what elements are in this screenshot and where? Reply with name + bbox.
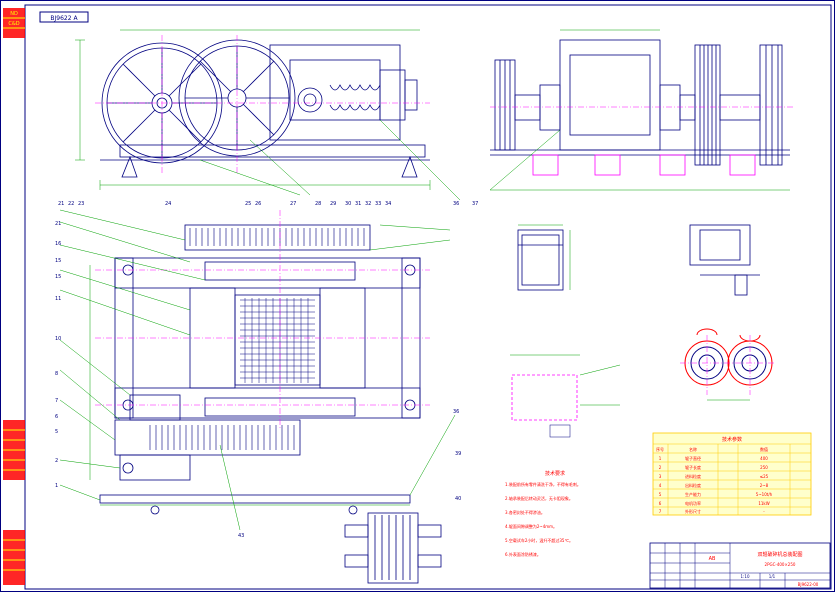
inner-frame bbox=[24, 4, 832, 590]
note-line: 3.各密封处不得渗油。 bbox=[505, 509, 545, 515]
spec-table: 技术参数 序号 名称 数值 1 辊子直径 400 2 辊子长度 250 3 bbox=[652, 432, 812, 516]
svg-text:数值: 数值 bbox=[760, 446, 768, 452]
svg-text:2~8: 2~8 bbox=[760, 483, 769, 488]
svg-text:39: 39 bbox=[455, 451, 461, 457]
svg-text:7: 7 bbox=[55, 398, 58, 404]
detail-bearing bbox=[517, 229, 564, 291]
drawing-number: BJ9622 A bbox=[50, 15, 78, 22]
svg-text:43: 43 bbox=[238, 533, 244, 539]
detail-coupling bbox=[689, 224, 760, 296]
svg-text:37: 37 bbox=[472, 201, 478, 207]
svg-text:电机功率: 电机功率 bbox=[685, 500, 701, 506]
svg-text:36: 36 bbox=[453, 409, 459, 415]
svg-text:2: 2 bbox=[55, 458, 58, 464]
sheet-text: 1/1 bbox=[769, 574, 776, 579]
roller-hatching bbox=[240, 298, 315, 383]
svg-text:-: - bbox=[763, 509, 765, 514]
svg-text:序号: 序号 bbox=[656, 446, 664, 452]
svg-text:36: 36 bbox=[453, 201, 459, 207]
front-centerlines bbox=[95, 35, 430, 175]
notes-title: 技术要求 bbox=[545, 470, 565, 477]
svg-text:生产能力: 生产能力 bbox=[685, 491, 701, 497]
plan-centerlines bbox=[95, 210, 430, 430]
drawing-number-box bbox=[39, 11, 89, 23]
svg-text:5: 5 bbox=[659, 492, 662, 497]
svg-text:5~10t/h: 5~10t/h bbox=[756, 492, 773, 497]
callouts-right: 36 37 36 39 40 43 bbox=[238, 201, 478, 539]
svg-text:≤25: ≤25 bbox=[760, 474, 769, 479]
gear-teeth bbox=[149, 228, 365, 450]
svg-text:出料粒度: 出料粒度 bbox=[685, 482, 701, 488]
scale-text: 1:10 bbox=[741, 574, 750, 579]
svg-text:1: 1 bbox=[659, 456, 662, 461]
title-text: 双辊破碎机总装配图 bbox=[757, 551, 802, 558]
svg-text:29: 29 bbox=[330, 201, 336, 207]
subtitle-text: 2PGC-400×250 bbox=[765, 562, 796, 567]
svg-text:21: 21 bbox=[55, 221, 61, 227]
svg-text:21: 21 bbox=[58, 201, 64, 207]
svg-text:27: 27 bbox=[290, 201, 296, 207]
svg-text:26: 26 bbox=[255, 201, 261, 207]
spec-table-title: 技术参数 bbox=[722, 436, 742, 443]
note-line: 1.装配前所有零件清洗干净，不得有毛刺。 bbox=[505, 481, 581, 487]
svg-text:外形尺寸: 外形尺寸 bbox=[685, 508, 701, 514]
detail-plate bbox=[511, 374, 578, 421]
svg-text:28: 28 bbox=[315, 201, 321, 207]
svg-text:33: 33 bbox=[375, 201, 381, 207]
motor-view bbox=[344, 512, 442, 584]
svg-text:250: 250 bbox=[760, 465, 768, 470]
svg-text:辊子长度: 辊子长度 bbox=[685, 464, 701, 470]
strip-label-nd: ND bbox=[10, 11, 18, 17]
svg-text:24: 24 bbox=[165, 201, 171, 207]
svg-text:11: 11 bbox=[55, 296, 61, 302]
svg-text:11kW: 11kW bbox=[758, 501, 769, 506]
note-line: 5.空载试车2小时，温升不超过35℃。 bbox=[505, 537, 573, 543]
svg-text:6: 6 bbox=[659, 501, 662, 506]
svg-text:辊子直径: 辊子直径 bbox=[685, 455, 701, 461]
plan-dimensions bbox=[59, 209, 456, 531]
svg-text:AB: AB bbox=[709, 556, 716, 562]
left-strip: C&D ND bbox=[3, 8, 25, 585]
svg-text:22: 22 bbox=[68, 201, 74, 207]
title-block: AB 双辊破碎机总装配图 2PGC-400×250 1:10 1/1 BJ962… bbox=[649, 542, 831, 589]
svg-text:32: 32 bbox=[365, 201, 371, 207]
note-line: 6.外表面涂防锈漆。 bbox=[505, 551, 541, 557]
svg-text:5: 5 bbox=[55, 429, 58, 435]
svg-text:名称: 名称 bbox=[689, 446, 697, 452]
svg-text:15: 15 bbox=[55, 258, 61, 264]
technical-notes: 技术要求 1.装配前所有零件清洗干净，不得有毛刺。 2.轴承装配后转动灵活，无卡… bbox=[505, 470, 581, 557]
front-dimensions bbox=[75, 29, 461, 201]
svg-text:1: 1 bbox=[55, 483, 58, 489]
side-view-supports bbox=[532, 154, 756, 176]
svg-text:15: 15 bbox=[55, 274, 61, 280]
strip-label-cd: C&D bbox=[8, 21, 19, 27]
detail-plate-dims bbox=[510, 354, 621, 438]
drawing-no-text: BJ9622-00 bbox=[798, 582, 819, 587]
svg-text:34: 34 bbox=[385, 201, 391, 207]
svg-text:8: 8 bbox=[55, 371, 58, 377]
svg-text:3: 3 bbox=[659, 474, 662, 479]
detail-bearing-dims bbox=[518, 224, 571, 290]
svg-text:16: 16 bbox=[55, 241, 61, 247]
svg-text:10: 10 bbox=[55, 336, 61, 342]
side-view-dimensions bbox=[489, 29, 790, 191]
svg-text:31: 31 bbox=[355, 201, 361, 207]
svg-text:进料粒度: 进料粒度 bbox=[685, 473, 701, 479]
svg-text:7: 7 bbox=[659, 509, 662, 514]
note-line: 2.轴承装配后转动灵活，无卡阻现象。 bbox=[505, 495, 573, 501]
part-numbers-top: 21 22 23 24 25 26 27 28 29 30 31 32 33 3… bbox=[58, 201, 391, 207]
part-numbers-left: 21 16 15 15 11 10 8 7 6 5 2 1 bbox=[55, 221, 61, 489]
svg-text:6: 6 bbox=[55, 414, 58, 420]
svg-text:30: 30 bbox=[345, 201, 351, 207]
svg-text:4: 4 bbox=[659, 483, 662, 488]
svg-text:2: 2 bbox=[659, 465, 662, 470]
note-line: 4.辊面间隙调整为2~4mm。 bbox=[505, 523, 557, 529]
rotor-sections bbox=[680, 328, 775, 401]
svg-text:400: 400 bbox=[760, 456, 768, 461]
svg-text:40: 40 bbox=[455, 496, 461, 502]
svg-text:23: 23 bbox=[78, 201, 84, 207]
svg-text:25: 25 bbox=[245, 201, 251, 207]
